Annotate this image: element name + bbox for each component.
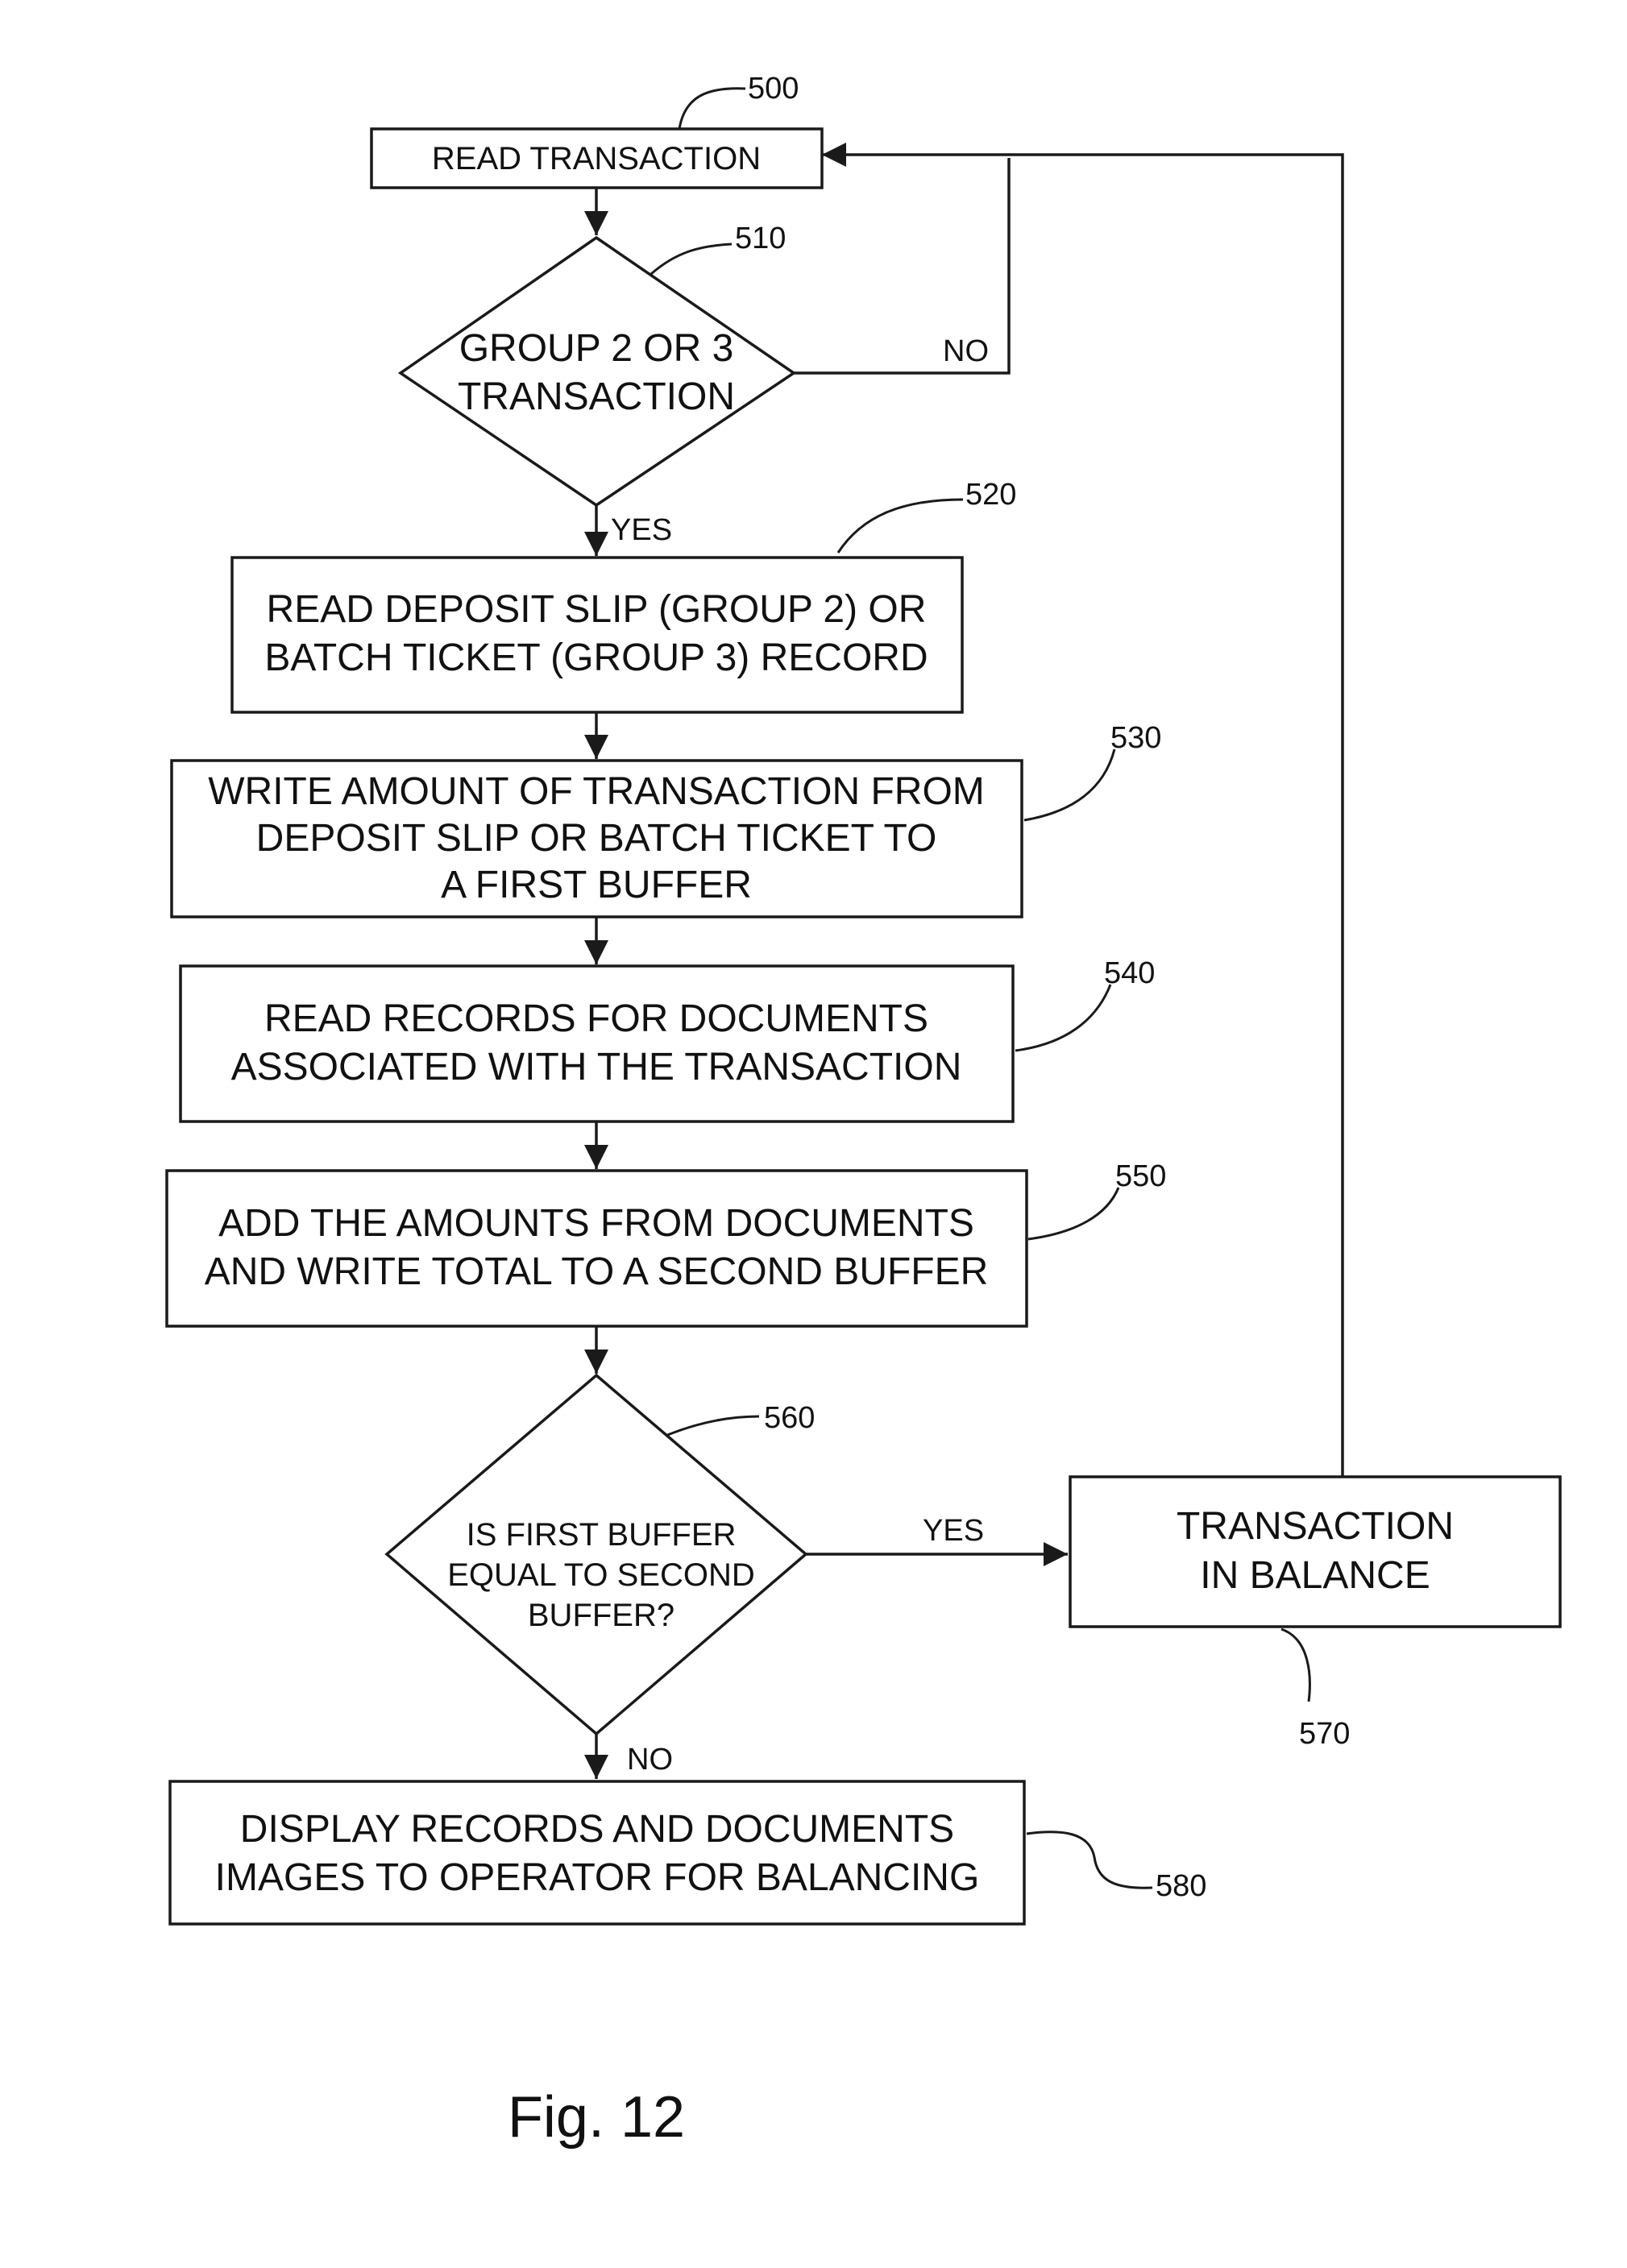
- step-570-line-1: TRANSACTION: [1177, 1505, 1454, 1548]
- leader-500: [679, 89, 745, 129]
- edge-label-510-no: NO: [943, 334, 989, 368]
- step-540-box: [181, 966, 1013, 1122]
- step-580-line-1: DISPLAY RECORDS AND DOCUMENTS: [240, 1808, 954, 1851]
- step-550-line-1: ADD THE AMOUNTS FROM DOCUMENTS: [218, 1202, 974, 1245]
- step-520-box: [232, 558, 962, 712]
- step-560-diamond: [387, 1375, 806, 1734]
- ref-560: 560: [764, 1401, 815, 1435]
- leader-520: [838, 500, 963, 553]
- leader-570: [1281, 1629, 1309, 1702]
- ref-510: 510: [735, 222, 786, 255]
- ref-580: 580: [1156, 1869, 1206, 1903]
- step-570-box: [1070, 1477, 1560, 1627]
- step-580-line-2: IMAGES TO OPERATOR FOR BALANCING: [215, 1856, 980, 1899]
- step-540-line-2: ASSOCIATED WITH THE TRANSACTION: [231, 1046, 962, 1088]
- leader-510: [651, 244, 732, 274]
- leader-530: [1024, 749, 1114, 820]
- ref-550: 550: [1115, 1159, 1166, 1193]
- step-560-line-3: BUFFER?: [528, 1598, 674, 1633]
- step-530-line-2: DEPOSIT SLIP OR BATCH TICKET TO: [256, 817, 937, 860]
- step-550-line-2: AND WRITE TOTAL TO A SECOND BUFFER: [205, 1250, 989, 1293]
- step-550-box: [167, 1171, 1027, 1326]
- leader-550: [1028, 1188, 1119, 1239]
- leader-580: [1027, 1832, 1152, 1888]
- figure-label: Fig. 12: [508, 2085, 685, 2150]
- step-520-line-1: READ DEPOSIT SLIP (GROUP 2) OR: [267, 588, 927, 631]
- step-520-line-2: BATCH TICKET (GROUP 3) RECORD: [264, 636, 928, 679]
- step-530-line-1: WRITE AMOUNT OF TRANSACTION FROM: [208, 770, 985, 813]
- step-560-line-2: EQUAL TO SECOND: [447, 1557, 755, 1593]
- step-540-line-1: READ RECORDS FOR DOCUMENTS: [264, 997, 928, 1040]
- step-510-line-2: TRANSACTION: [458, 375, 735, 418]
- step-510-diamond: [401, 238, 794, 505]
- ref-540: 540: [1104, 956, 1155, 990]
- step-570-line-2: IN BALANCE: [1200, 1554, 1430, 1597]
- step-580-box: [170, 1781, 1024, 1924]
- edge-label-560-no: NO: [627, 1743, 673, 1777]
- step-510-line-1: GROUP 2 OR 3: [459, 327, 734, 370]
- ref-520: 520: [965, 478, 1016, 512]
- ref-530: 530: [1110, 721, 1161, 755]
- step-560-line-1: IS FIRST BUFFER: [467, 1517, 737, 1553]
- ref-500: 500: [748, 72, 799, 106]
- edge-label-510-yes: YES: [611, 513, 672, 547]
- ref-570: 570: [1299, 1717, 1350, 1751]
- leader-560: [666, 1416, 759, 1436]
- edge-label-560-yes: YES: [923, 1514, 984, 1548]
- step-500-line-1: READ TRANSACTION: [432, 141, 761, 176]
- step-530-line-3: A FIRST BUFFER: [441, 864, 752, 906]
- leader-540: [1015, 985, 1110, 1051]
